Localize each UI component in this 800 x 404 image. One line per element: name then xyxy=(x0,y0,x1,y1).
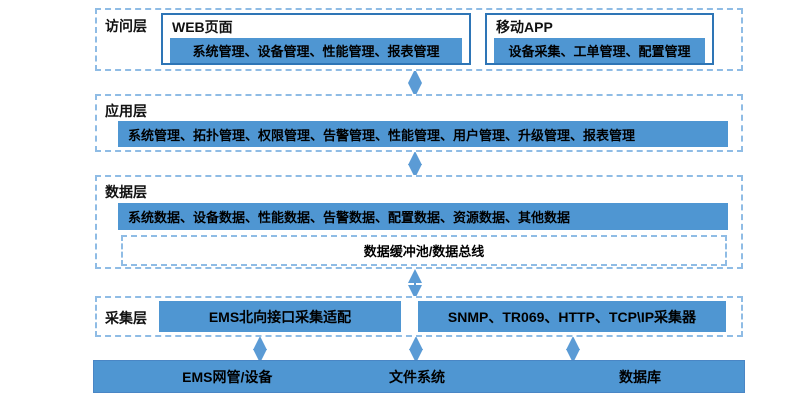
mobile-app-box: 移动APP 设备采集、工单管理、配置管理 xyxy=(485,13,714,65)
ems-adapter-box: EMS北向接口采集适配 xyxy=(159,301,401,332)
mobile-app-modules-bar: 设备采集、工单管理、配置管理 xyxy=(494,38,705,63)
web-page-box: WEB页面 系统管理、设备管理、性能管理、报表管理 xyxy=(161,13,471,65)
web-page-title: WEB页面 xyxy=(172,19,233,35)
access-layer-container: 访问层 WEB页面 系统管理、设备管理、性能管理、报表管理 移动APP 设备采集… xyxy=(95,8,743,71)
data-modules-bar: 系统数据、设备数据、性能数据、告警数据、配置数据、资源数据、其他数据 xyxy=(118,203,728,230)
data-bus-box: 数据缓冲池/数据总线 xyxy=(121,235,727,266)
sources-bar: EMS网管/设备 文件系统 数据库 xyxy=(93,360,745,393)
application-layer-label: 应用层 xyxy=(105,103,147,119)
collection-layer-container: 采集层 EMS北向接口采集适配 SNMP、TR069、HTTP、TCP\IP采集… xyxy=(95,296,743,337)
source-database-label: 数据库 xyxy=(619,368,661,385)
application-layer-container: 应用层 系统管理、拓扑管理、权限管理、告警管理、性能管理、用户管理、升级管理、报… xyxy=(95,94,743,152)
source-ems-device-label: EMS网管/设备 xyxy=(182,368,273,385)
access-layer-label: 访问层 xyxy=(105,18,147,34)
protocol-collectors-box: SNMP、TR069、HTTP、TCP\IP采集器 xyxy=(418,301,726,332)
data-layer-container: 数据层 系统数据、设备数据、性能数据、告警数据、配置数据、资源数据、其他数据 数… xyxy=(95,175,743,269)
web-page-modules-bar: 系统管理、设备管理、性能管理、报表管理 xyxy=(170,38,462,63)
application-modules-bar: 系统管理、拓扑管理、权限管理、告警管理、性能管理、用户管理、升级管理、报表管理 xyxy=(118,121,728,147)
mobile-app-title: 移动APP xyxy=(496,19,553,35)
collection-layer-label: 采集层 xyxy=(105,310,147,326)
source-filesystem-label: 文件系统 xyxy=(389,368,446,385)
data-layer-label: 数据层 xyxy=(105,184,147,200)
